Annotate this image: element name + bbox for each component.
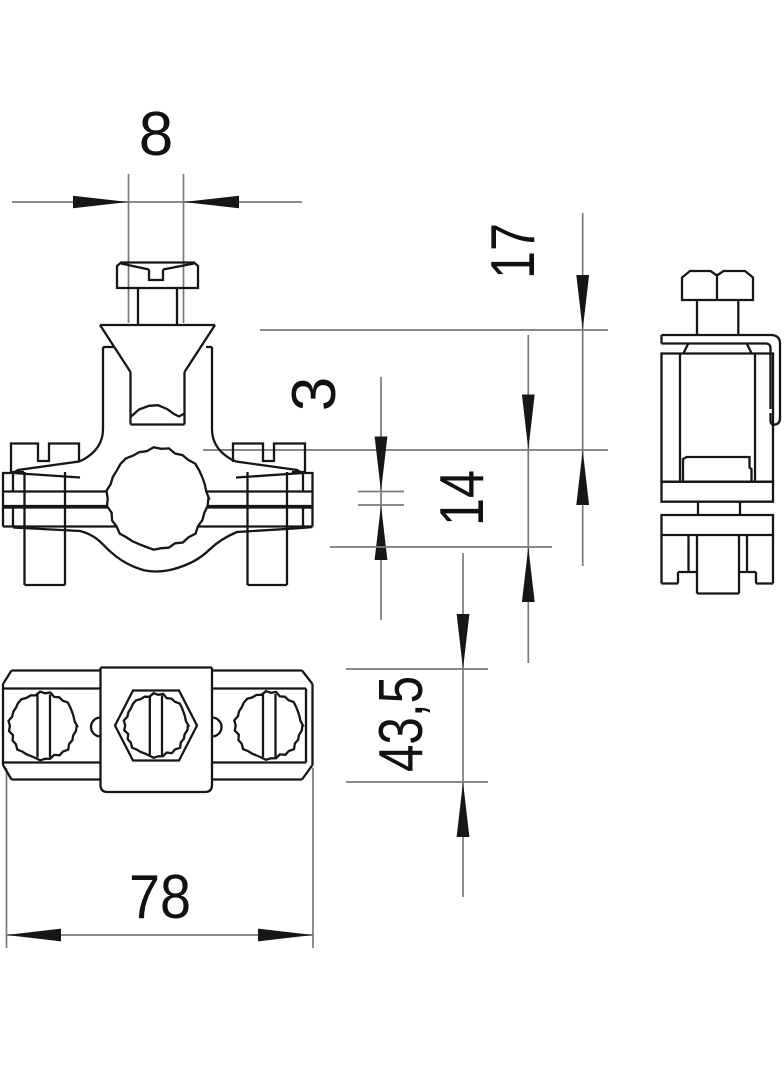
- bottom-view: [1, 666, 314, 794]
- top-screw-shank: [136, 288, 179, 325]
- side-screw-shank: [695, 300, 740, 335]
- bottom-side-bumps: [89, 716, 223, 738]
- funnel-conductor-wave: [129, 404, 186, 418]
- bottom-strip-outline: [1, 669, 314, 781]
- dimension-label-8: 8: [139, 100, 173, 169]
- dimension-label-78: 78: [129, 863, 191, 932]
- lower-shell-profile: [12, 525, 313, 573]
- side-legs: [660, 535, 775, 595]
- side-view: [660, 269, 782, 595]
- body-wall-left: [1, 347, 105, 492]
- side-bar-2: [660, 513, 775, 537]
- front-view: [1, 261, 314, 587]
- side-plate-clip: [660, 333, 782, 426]
- dimension-label-14: 14: [428, 470, 497, 526]
- dimension-lines: 8 17 3 14: [5, 100, 608, 948]
- dimension-label-43-5: 43,5: [367, 676, 436, 772]
- bottom-center-hexagon: [113, 689, 199, 762]
- dimension-label-17: 17: [479, 223, 548, 279]
- dimension-screw-hole-width: 8: [12, 100, 302, 323]
- bottom-screw-slots: [36, 694, 277, 758]
- top-screw-slot: [120, 262, 195, 282]
- side-cone-edges: [682, 342, 753, 355]
- side-bar-1: [660, 480, 775, 503]
- dimension-overall-width: 78: [5, 768, 314, 948]
- funnel: [99, 323, 216, 426]
- clamp-screw-head-right: [231, 442, 307, 474]
- clamp-screw-head-left: [9, 442, 81, 474]
- body-wall-right: [210, 347, 314, 492]
- conductor-circle: [105, 445, 211, 551]
- side-neck: [696, 501, 742, 515]
- side-inner-insert: [681, 455, 753, 482]
- dimension-bar-thickness: 3: [280, 377, 404, 620]
- bottom-screw-center: [122, 691, 191, 760]
- side-hex-head: [680, 269, 755, 302]
- dimension-label-3: 3: [280, 377, 349, 411]
- side-body: [660, 352, 775, 483]
- bottom-strip-inner-lines: [4, 687, 308, 764]
- bottom-center-block: [99, 666, 214, 794]
- bottom-screw-right: [233, 689, 305, 762]
- dimension-lower-height: 14: [330, 335, 552, 663]
- dimension-body-depth: 43,5: [346, 553, 488, 897]
- top-screw-head: [115, 261, 200, 290]
- bottom-screw-left: [7, 690, 79, 762]
- dimension-upper-height: 17: [203, 213, 608, 566]
